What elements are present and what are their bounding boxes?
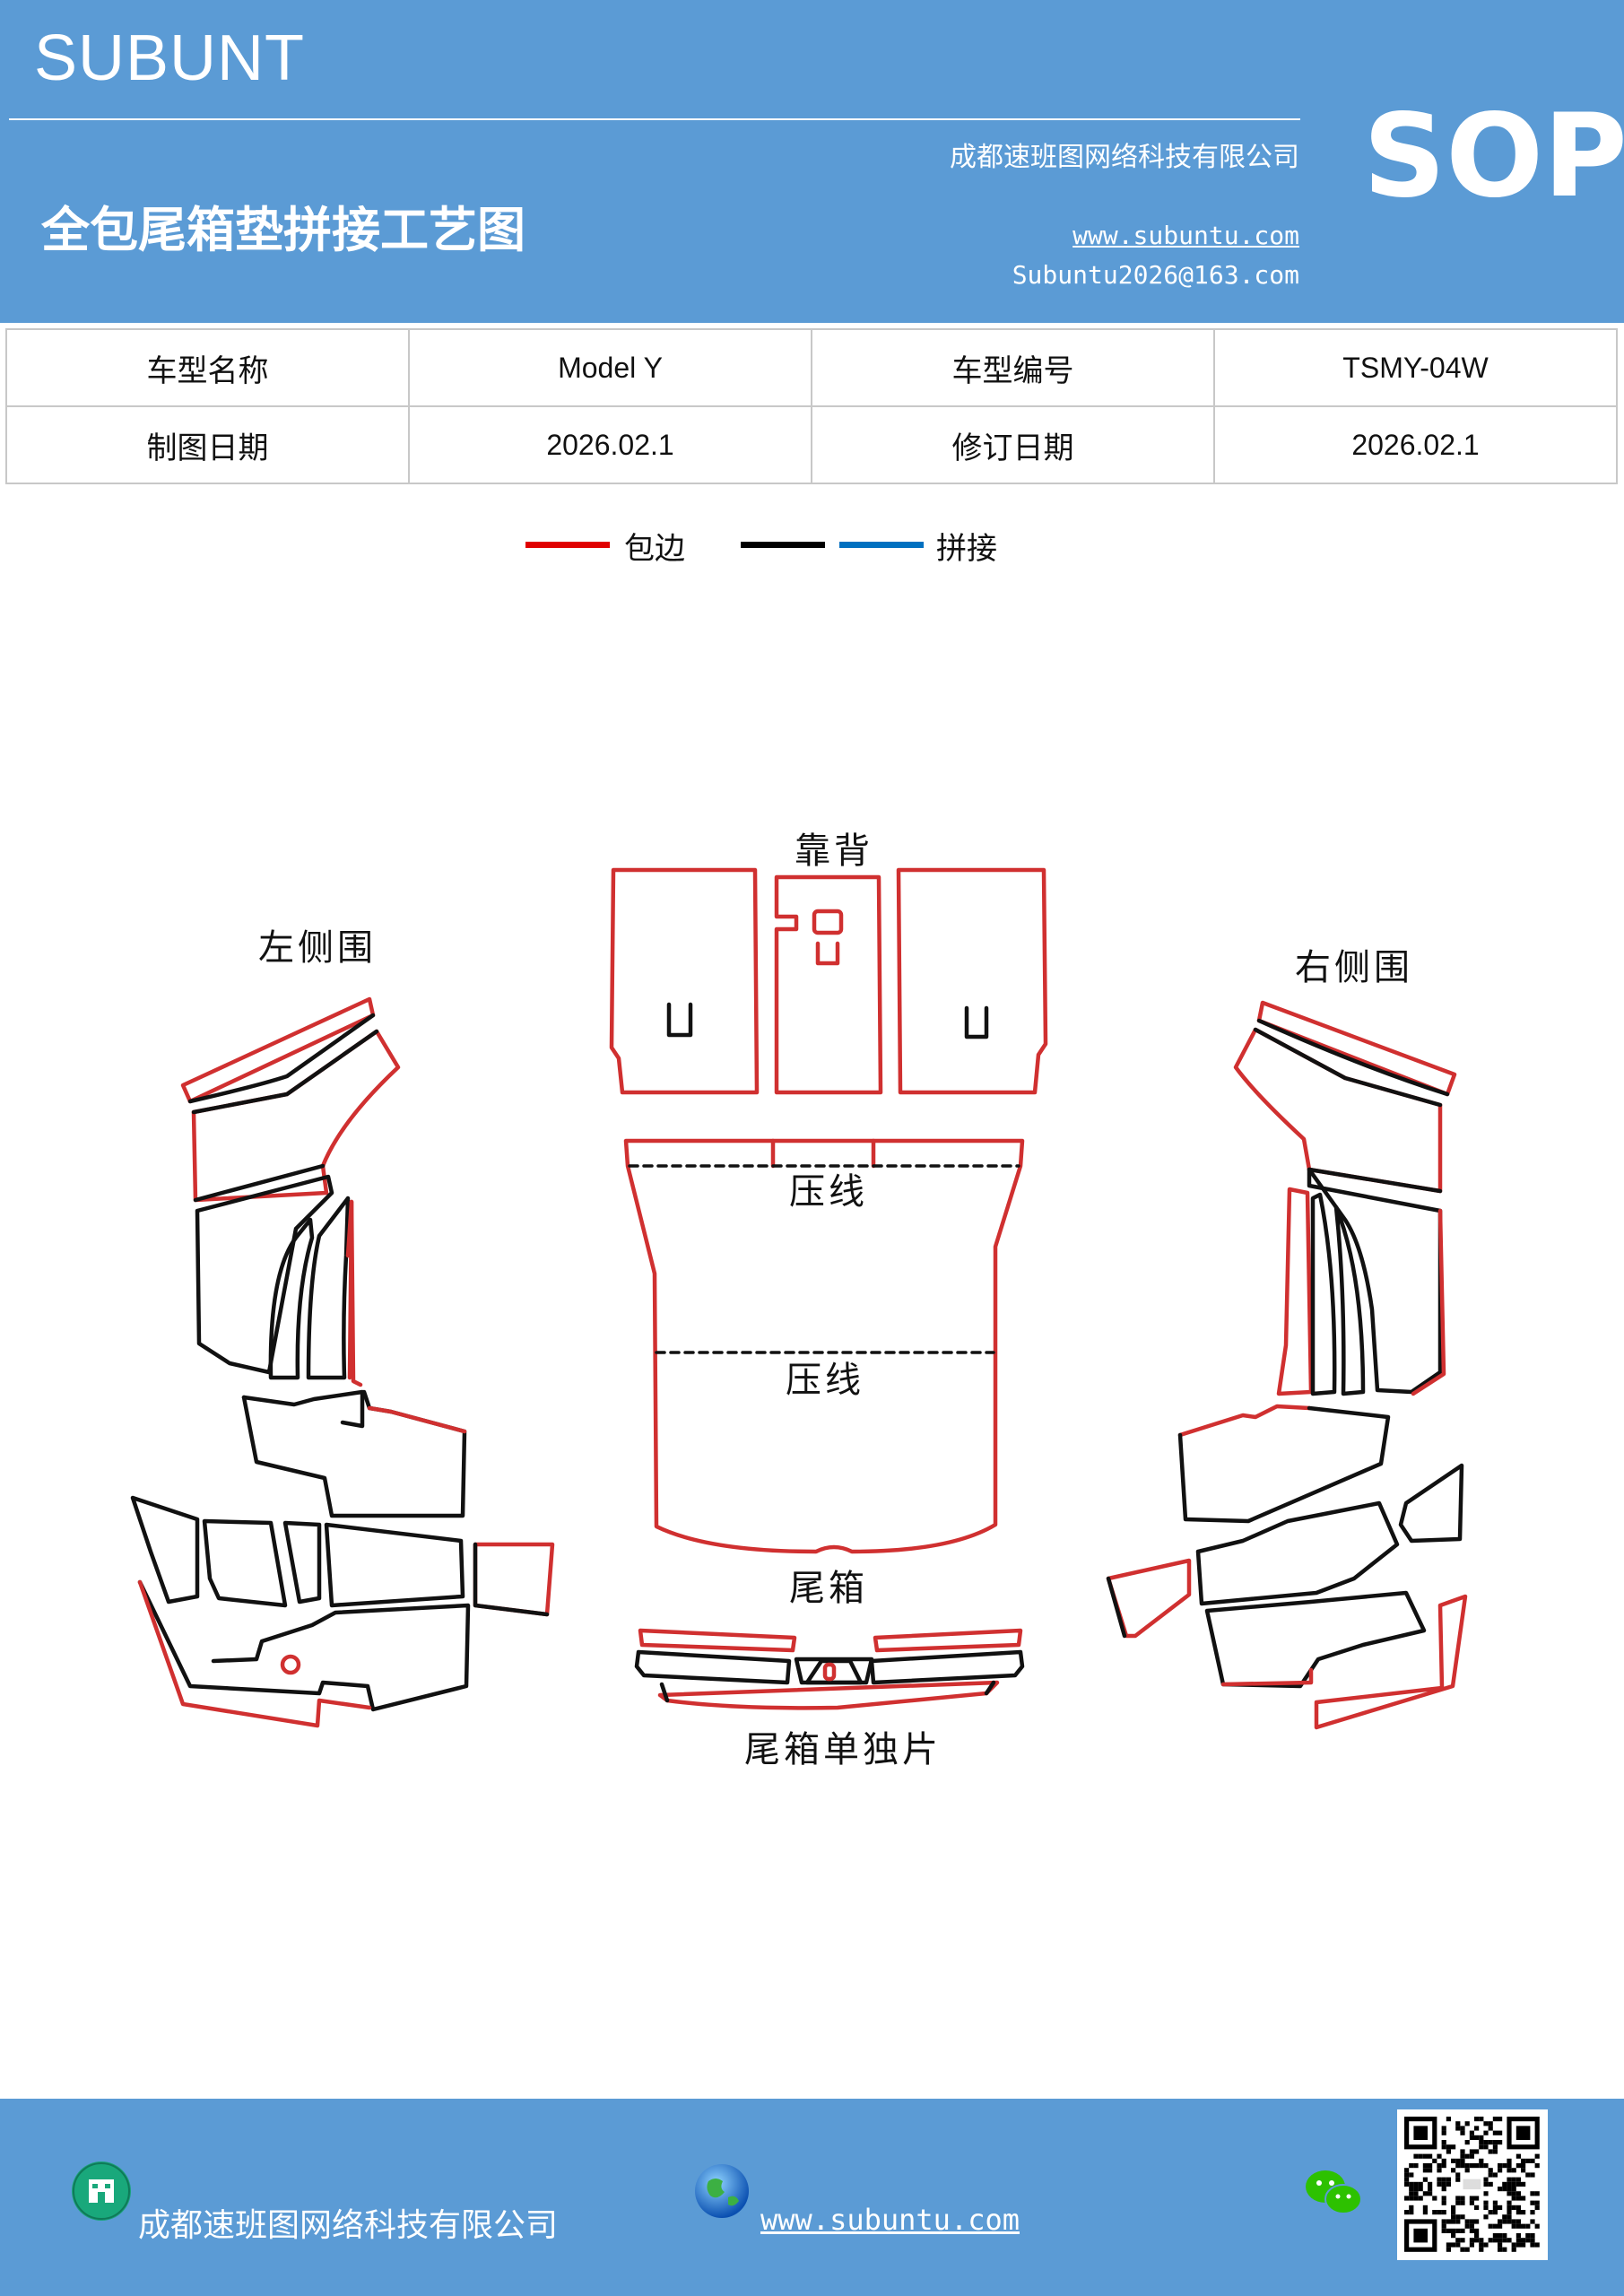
right-bottom-piece-2 — [1398, 1463, 1464, 1544]
right-bottom-piece-3-seam — [1106, 1576, 1127, 1639]
backrest-left-panel — [609, 867, 760, 1095]
left-bottom-hole — [280, 1654, 301, 1675]
legend-edge-swatch — [525, 542, 610, 548]
table-row: 车型名称 Model Y 车型编号 TSMY-04W — [5, 328, 1618, 407]
legend: 包边 拼接 — [0, 520, 1624, 574]
left-mid-panel — [195, 1174, 334, 1375]
label-left-side: 左侧围 — [258, 927, 377, 969]
model-name-label: 车型名称 — [5, 328, 410, 407]
left-bottom-large-panel — [137, 1579, 471, 1712]
trunk-piece-mid-right — [869, 1649, 1025, 1685]
left-bottom-piece-5 — [473, 1542, 555, 1617]
label-backrest: 靠背 — [795, 831, 873, 872]
trunk-main-panel — [623, 1138, 1025, 1554]
legend-seam-swatch — [741, 542, 825, 548]
revise-date-label: 修订日期 — [811, 405, 1215, 484]
right-side-group — [1106, 1000, 1468, 1730]
wechat-icon[interactable] — [1304, 2167, 1363, 2219]
left-upper-panel-seams — [191, 1029, 379, 1203]
right-mid-panel — [1307, 1167, 1443, 1395]
backrest-right-panel — [896, 867, 1048, 1095]
legend-edge-label: 包边 — [624, 531, 685, 567]
trunk-piece-mid-left — [634, 1649, 792, 1685]
label-crease-2: 压线 — [786, 1360, 864, 1401]
right-lower-top-edge — [1177, 1404, 1312, 1438]
info-table: 车型名称 Model Y 车型编号 TSMY-04W 制图日期 2026.02.… — [5, 328, 1618, 484]
right-mid-rib-2 — [1310, 1192, 1337, 1396]
left-bottom-edge — [137, 1579, 372, 1728]
trunk-piece-strip-right — [873, 1628, 1023, 1653]
left-mid-rib-2 — [306, 1196, 351, 1380]
revise-date-value: 2026.02.1 — [1213, 405, 1618, 484]
left-mid-rib-1 — [268, 1217, 315, 1380]
brand-name: SUBUNT — [34, 22, 306, 94]
left-lower-top-seam — [241, 1389, 365, 1429]
footer-website-link[interactable]: www.subuntu.com — [760, 2203, 1020, 2237]
right-mid-rib-1 — [1276, 1187, 1314, 1396]
left-bottom-piece-3 — [282, 1520, 322, 1605]
globe-icon — [692, 2161, 751, 2221]
backrest-middle-notch — [815, 941, 840, 966]
backrest-middle-panel — [774, 874, 883, 1095]
left-bottom-piece-4 — [324, 1522, 465, 1608]
trunk-piece-latch-hole — [822, 1662, 837, 1682]
trunk-piece-strip-left — [638, 1628, 797, 1653]
left-upper-strip — [180, 996, 376, 1104]
model-name-value: Model Y — [408, 328, 812, 407]
trunk-piece-bottom — [657, 1680, 1000, 1710]
draw-date-value: 2026.02.1 — [408, 405, 812, 484]
right-lower-panel — [1177, 1405, 1391, 1524]
trunk-piece-latch — [804, 1658, 864, 1685]
label-right-side: 右侧围 — [1295, 947, 1413, 988]
trunk-main-group — [623, 1138, 1025, 1554]
trunk-top-strip — [770, 1138, 876, 1169]
left-bottom-piece-2 — [202, 1518, 288, 1608]
sop-badge: SOP — [1363, 90, 1624, 223]
website-link[interactable]: www.subuntu.com — [1073, 221, 1299, 250]
right-upper-seam — [1256, 1018, 1450, 1097]
document-title: 全包尾箱垫拼接工艺图 — [41, 201, 525, 258]
email-address: Subuntu2026@163.com — [1012, 260, 1299, 290]
model-code-value: TSMY-04W — [1213, 328, 1618, 407]
splicing-diagram: 靠背 左侧围 右侧围 压线 压线 尾箱 尾箱单独片 — [130, 831, 1468, 1770]
table-row: 制图日期 2026.02.1 修订日期 2026.02.1 — [5, 405, 1618, 484]
backrest-left-notch — [666, 1002, 693, 1038]
right-bottom-strip — [1314, 1594, 1468, 1730]
backrest-middle-slot — [812, 909, 844, 935]
header-divider — [9, 118, 1300, 120]
label-trunk: 尾箱 — [789, 1568, 868, 1609]
right-mid-rib-3 — [1333, 1205, 1366, 1396]
company-name: 成都速班图网络科技有限公司 — [950, 142, 1299, 173]
qr-code-icon[interactable] — [1397, 2109, 1548, 2260]
left-lower-panel — [241, 1389, 467, 1518]
building-icon — [72, 2161, 131, 2221]
legend-joint-label: 拼接 — [936, 531, 997, 567]
trunk-piece-group — [634, 1628, 1025, 1710]
backrest-group — [609, 867, 1048, 1095]
model-code-label: 车型编号 — [811, 328, 1215, 407]
left-lower-panel-edge — [367, 1405, 467, 1434]
right-bottom-large-panel — [1204, 1590, 1427, 1689]
footer-banner: 成都速班图网络科技有限公司 www.subuntu.com — [0, 2099, 1624, 2296]
left-bottom-piece-1 — [130, 1495, 200, 1605]
right-bottom-edge — [1220, 1667, 1314, 1687]
left-upper-seam — [187, 1013, 376, 1104]
trunk-piece-bottom-ends — [659, 1680, 996, 1703]
right-mid-edge — [1411, 1208, 1446, 1396]
left-side-group — [130, 996, 555, 1728]
legend-joint-swatch — [839, 542, 924, 548]
label-crease-1: 压线 — [789, 1171, 868, 1213]
left-bottom-piece-5-seam — [473, 1542, 550, 1617]
label-trunk-piece: 尾箱单独片 — [744, 1729, 942, 1770]
footer-company-name: 成都速班图网络科技有限公司 — [138, 2207, 559, 2244]
backrest-right-notch — [964, 1005, 989, 1039]
header-banner: SUBUNT 成都速班图网络科技有限公司 全包尾箱垫拼接工艺图 www.subu… — [0, 0, 1624, 323]
right-upper-panel-seams — [1253, 1027, 1443, 1194]
draw-date-label: 制图日期 — [5, 405, 410, 484]
left-mid-edge-2 — [349, 1199, 363, 1387]
right-bottom-piece-1 — [1195, 1500, 1400, 1606]
